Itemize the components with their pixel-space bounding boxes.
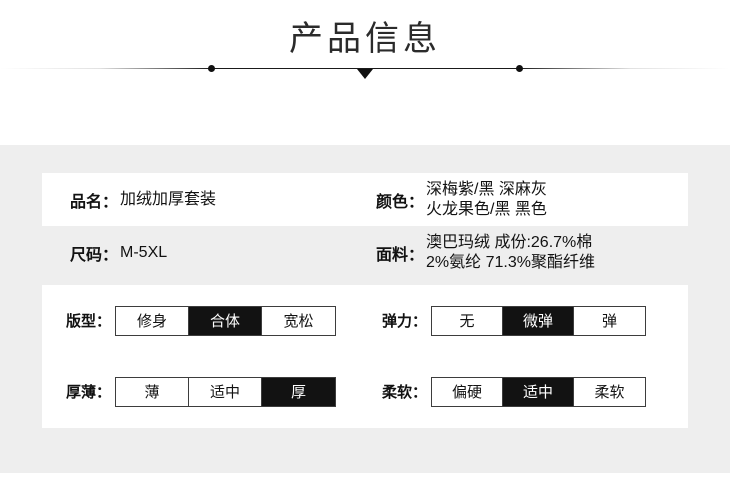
softness-option-soft[interactable]: 柔软 [574, 377, 646, 406]
fabric-value: 澳巴玛绒 成份:26.7%棉 2%氨纶 71.3%聚酯纤维 [426, 233, 595, 271]
elasticity-label: 弹力： [382, 313, 428, 330]
fit-segmented-control[interactable]: 修身 合体 宽松 [115, 305, 337, 336]
attribute-group-elasticity: 弹力： 无 微弹 弹 [370, 285, 688, 356]
color-label: 颜色： [376, 193, 425, 211]
thickness-label: 厚薄： [66, 384, 112, 401]
elasticity-segmented-control[interactable]: 无 微弹 弹 [431, 305, 647, 336]
color-value: 深梅紫/黑 深麻灰 火龙果色/黑 黑色 [426, 180, 547, 218]
elasticity-option-slight[interactable]: 微弹 [503, 306, 575, 335]
softness-option-medium[interactable]: 适中 [503, 377, 575, 406]
fit-option-loose[interactable]: 宽松 [262, 306, 336, 335]
info-cell-size: 尺码： M-5XL [42, 226, 362, 279]
product-name-value: 加绒加厚套装 [120, 191, 217, 208]
attribute-group-thickness: 厚薄： 薄 适中 厚 [42, 356, 370, 427]
info-cell-fabric: 面料： 澳巴玛绒 成份:26.7%棉 2%氨纶 71.3%聚酯纤维 [362, 226, 688, 279]
divider-left-dot-icon [208, 65, 215, 72]
thickness-option-thin[interactable]: 薄 [116, 377, 190, 406]
softness-label: 柔软： [382, 384, 428, 401]
info-row-size: 尺码： M-5XL 面料： 澳巴玛绒 成份:26.7%棉 2%氨纶 71.3%聚… [42, 226, 688, 279]
content-stage: 品名： 加绒加厚套装 颜色： 深梅紫/黑 深麻灰 火龙果色/黑 黑色 尺码： M… [0, 145, 730, 473]
elasticity-option-none[interactable]: 无 [432, 306, 504, 335]
attribute-group-fit: 版型： 修身 合体 宽松 [42, 285, 370, 356]
page-title: 产品信息 [289, 20, 441, 58]
fit-option-regular[interactable]: 合体 [189, 306, 263, 335]
product-info-panel: 品名： 加绒加厚套装 颜色： 深梅紫/黑 深麻灰 火龙果色/黑 黑色 尺码： M… [42, 173, 688, 278]
thickness-option-medium[interactable]: 适中 [189, 377, 263, 406]
size-value: M-5XL [120, 244, 168, 261]
attribute-group-softness: 柔软： 偏硬 适中 柔软 [370, 356, 688, 427]
divider-triangle-down-icon [357, 69, 373, 79]
page-header: 产品信息 [0, 0, 730, 145]
fabric-label: 面料： [376, 246, 425, 264]
divider-line [0, 68, 730, 69]
fit-option-slim[interactable]: 修身 [116, 306, 190, 335]
product-attributes-panel: 版型： 修身 合体 宽松 弹力： 无 微弹 弹 厚薄： [42, 285, 688, 428]
decorative-divider [0, 60, 730, 84]
info-cell-product-name: 品名： 加绒加厚套装 [42, 173, 362, 226]
attribute-row-thickness-softness: 厚薄： 薄 适中 厚 柔软： 偏硬 适中 柔软 [42, 356, 688, 427]
divider-right-dot-icon [516, 65, 523, 72]
size-label: 尺码： [70, 246, 119, 264]
product-name-label: 品名： [70, 193, 119, 211]
attribute-row-fit-elasticity: 版型： 修身 合体 宽松 弹力： 无 微弹 弹 [42, 285, 688, 356]
thickness-option-thick[interactable]: 厚 [262, 377, 336, 406]
softness-segmented-control[interactable]: 偏硬 适中 柔软 [431, 376, 647, 407]
elasticity-option-stretchy[interactable]: 弹 [574, 306, 646, 335]
softness-option-firm[interactable]: 偏硬 [432, 377, 504, 406]
fit-label: 版型： [66, 313, 112, 330]
info-cell-color: 颜色： 深梅紫/黑 深麻灰 火龙果色/黑 黑色 [362, 173, 688, 226]
info-row-product-name: 品名： 加绒加厚套装 颜色： 深梅紫/黑 深麻灰 火龙果色/黑 黑色 [42, 173, 688, 226]
thickness-segmented-control[interactable]: 薄 适中 厚 [115, 376, 337, 407]
